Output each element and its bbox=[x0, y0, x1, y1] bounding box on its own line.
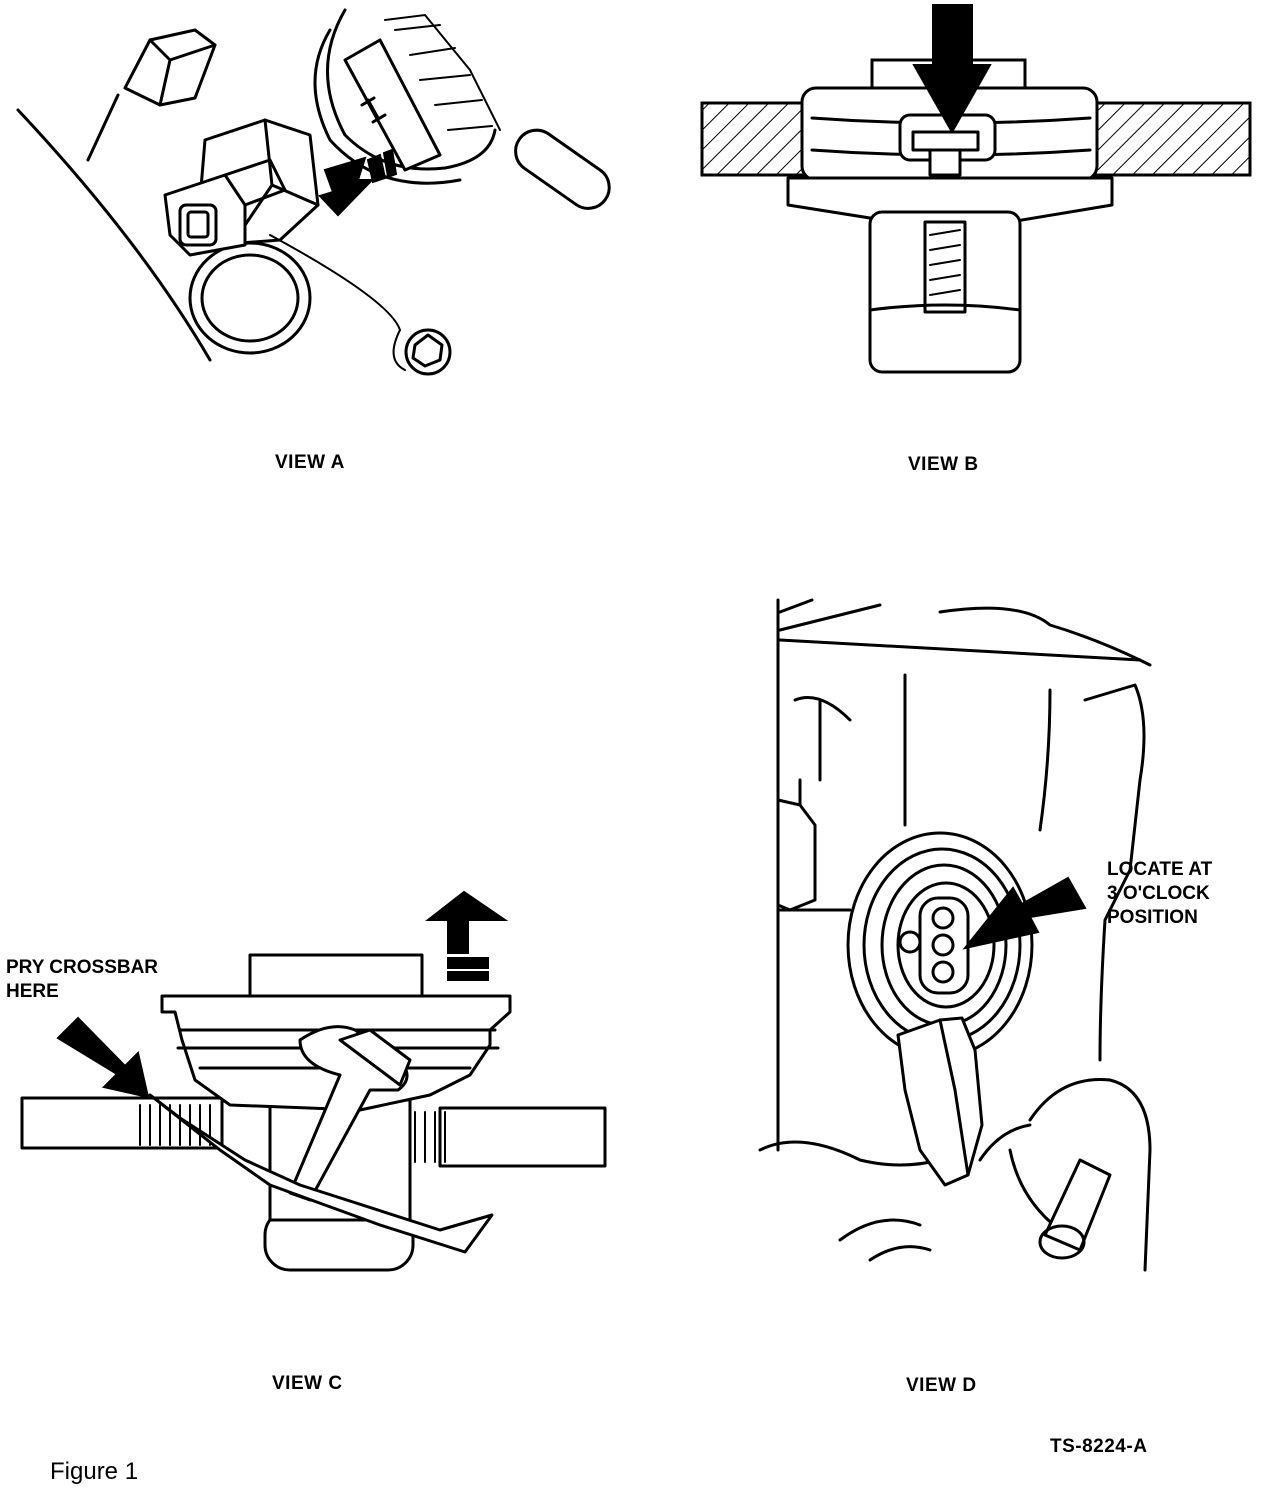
view-a-drawing bbox=[16, 8, 611, 376]
view-c-callout-line: PRY CROSSBAR bbox=[6, 957, 159, 978]
view-c-title: VIEW C bbox=[272, 1373, 343, 1394]
view-c-drawing bbox=[20, 890, 607, 1272]
view-c-callout-line: HERE bbox=[6, 981, 59, 1002]
view-d-drawing bbox=[758, 598, 1152, 1272]
figure-label: Figure 1 bbox=[50, 1458, 139, 1485]
view-d-callout-line: POSITION bbox=[1107, 907, 1198, 928]
drawing-number: TS-8224-A bbox=[1050, 1436, 1148, 1457]
view-d-title: VIEW D bbox=[906, 1375, 977, 1396]
view-b-title: VIEW B bbox=[908, 454, 979, 475]
view-d-callout-line: LOCATE AT bbox=[1107, 859, 1213, 880]
view-c-callout: PRY CROSSBAR HERE bbox=[6, 956, 158, 1004]
view-d-callout-line: 3 O'CLOCK bbox=[1107, 883, 1210, 904]
view-b-drawing bbox=[700, 4, 1252, 374]
view-d-callout: LOCATE AT 3 O'CLOCK POSITION bbox=[1107, 858, 1212, 930]
view-a-title: VIEW A bbox=[275, 452, 345, 473]
